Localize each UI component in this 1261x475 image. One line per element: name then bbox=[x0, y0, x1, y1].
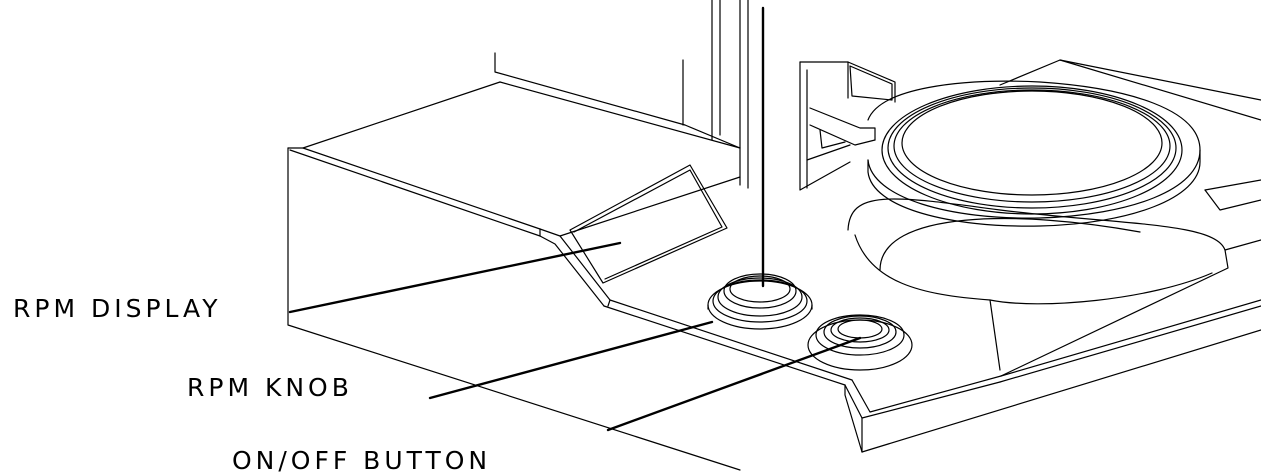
on-off-button-label: ON/OFF BUTTON bbox=[232, 446, 492, 475]
leader-line-rpm-knob bbox=[428, 320, 714, 400]
rpm-display-screen bbox=[569, 164, 728, 284]
rpm-display-label: RPM DISPLAY bbox=[13, 294, 222, 323]
base-recess bbox=[847, 179, 1261, 377]
leader-line-on-off-button bbox=[606, 336, 862, 432]
side-bracket bbox=[799, 61, 896, 191]
leader-line-rpm-display bbox=[288, 241, 622, 314]
rear-housing bbox=[494, 0, 749, 189]
base-body bbox=[287, 81, 1261, 471]
rpm-knob-label: RPM KNOB bbox=[187, 373, 353, 402]
on-off-button bbox=[807, 314, 913, 371]
rpm-knob bbox=[707, 273, 813, 330]
